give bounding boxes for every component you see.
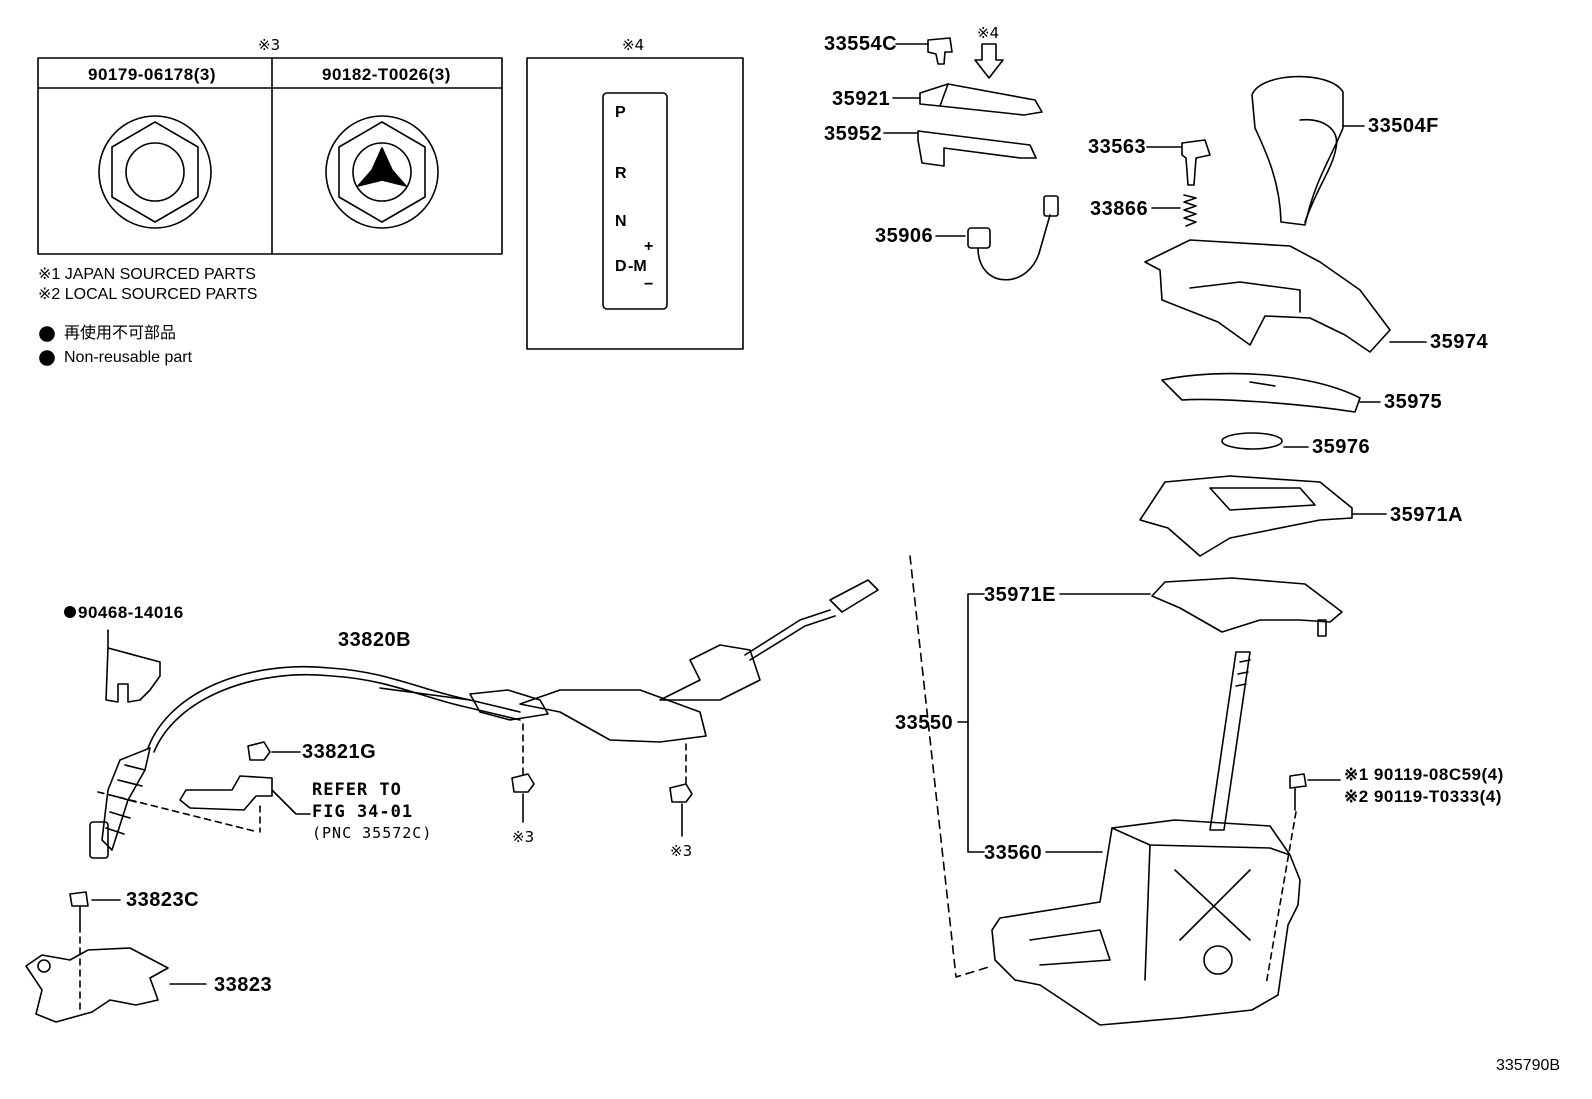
gear-p: P <box>615 104 626 121</box>
label-35976: 35976 <box>1312 436 1371 458</box>
gate-ref-mark: ※4 <box>622 36 645 54</box>
nut-33821g-drawing <box>247 741 301 761</box>
label-bolt-japan: ※1 90119-08C59(4) <box>1344 765 1504 784</box>
note-nonreusable-en: Non-reusable part <box>64 349 193 366</box>
bolt-90119-drawing <box>1265 773 1341 986</box>
refer-line-3: (PNC 35572C) <box>312 824 433 842</box>
gear-n: N <box>615 213 627 230</box>
gear-plus: + <box>644 238 654 255</box>
nonreusable-bullet-icon <box>64 606 76 618</box>
shift-base-33560-drawing <box>991 819 1301 1026</box>
label-33823c: 33823C <box>126 889 200 911</box>
shift-cable-33820b-drawing <box>89 579 879 859</box>
label-33866: 33866 <box>1090 198 1149 220</box>
label-35971a: 35971A <box>1390 504 1464 526</box>
label-35952: 35952 <box>824 123 883 145</box>
bullet-icon <box>39 326 55 342</box>
bolt-inset-table <box>37 57 503 255</box>
lock-pin-33563-drawing <box>1146 139 1211 186</box>
label-33823: 33823 <box>214 974 273 996</box>
bracket-refer-drawing <box>97 775 311 833</box>
nut-drawing <box>511 723 693 837</box>
gear-r: R <box>615 165 627 182</box>
spring-33866-drawing <box>1151 194 1197 227</box>
down-arrow-icon <box>974 43 1004 79</box>
label-35975: 35975 <box>1384 391 1443 413</box>
clip-90468-drawing <box>105 629 161 703</box>
shift-gate-inset <box>526 57 744 350</box>
bolt-33823c-drawing <box>69 891 121 1011</box>
shift-lever-rod-drawing <box>1209 651 1251 831</box>
nut-ref-mark-1: ※3 <box>512 828 535 846</box>
note-nonreusable-ja: 再使用不可部品 <box>64 325 177 342</box>
refer-line-2: FIG 34-01 <box>312 802 414 822</box>
indicator-plate-35921-drawing <box>892 83 1043 116</box>
label-90468-14016: 90468-14016 <box>78 603 184 622</box>
housing-35971a-drawing <box>1139 475 1387 557</box>
label-35906: 35906 <box>875 225 934 247</box>
plate-35952-drawing <box>883 130 1037 167</box>
note-japan-sourced: ※1 JAPAN SOURCED PARTS <box>38 266 256 283</box>
label-35971e: 35971E <box>984 584 1056 606</box>
clip-33554c-drawing <box>895 37 953 65</box>
bezel-35974-drawing <box>1144 239 1427 353</box>
diagram-id: 335790B <box>1496 1057 1561 1074</box>
shift-knob-33504f-drawing <box>1251 75 1365 226</box>
gear-minus: − <box>644 276 654 293</box>
label-33563: 33563 <box>1088 136 1147 158</box>
dashed-leader <box>909 555 993 978</box>
label-35974: 35974 <box>1430 331 1489 353</box>
gear-d: D <box>615 258 627 275</box>
nut-ref-mark-2: ※3 <box>670 842 693 860</box>
inset-ref-mark: ※3 <box>258 36 281 54</box>
assembly-bracket-33550 <box>957 593 985 853</box>
label-bolt-local: ※2 90119-T0333(4) <box>1344 787 1502 806</box>
dust-cover-35975-drawing <box>1161 372 1381 413</box>
label-33550: 33550 <box>895 712 954 734</box>
plate-35971e-drawing <box>1059 577 1343 637</box>
label-33504f: 33504F <box>1368 115 1439 137</box>
refer-line-1: REFER TO <box>312 780 402 800</box>
bolt-part-number-1: 90179-06178(3) <box>88 65 216 84</box>
label-33554c: 33554C <box>824 33 898 55</box>
gear-m: -M <box>628 258 647 275</box>
label-33820b: 33820B <box>338 629 412 651</box>
bullet-icon <box>39 350 55 366</box>
bulb-wire-35906-drawing <box>935 195 1059 281</box>
bolt-part-number-2: 90182-T0026(3) <box>322 65 451 84</box>
label-33560: 33560 <box>984 842 1043 864</box>
note-local-sourced: ※2 LOCAL SOURCED PARTS <box>38 286 258 303</box>
disc-35976-drawing <box>1221 432 1309 450</box>
bracket-33823-drawing <box>25 947 207 1023</box>
label-33821g: 33821G <box>302 741 377 763</box>
hex-bolt-icon <box>98 115 212 229</box>
tri-wing-bolt-icon <box>325 115 439 229</box>
label-35921: 35921 <box>832 88 891 110</box>
arrow-ref-mark: ※4 <box>977 24 1000 42</box>
